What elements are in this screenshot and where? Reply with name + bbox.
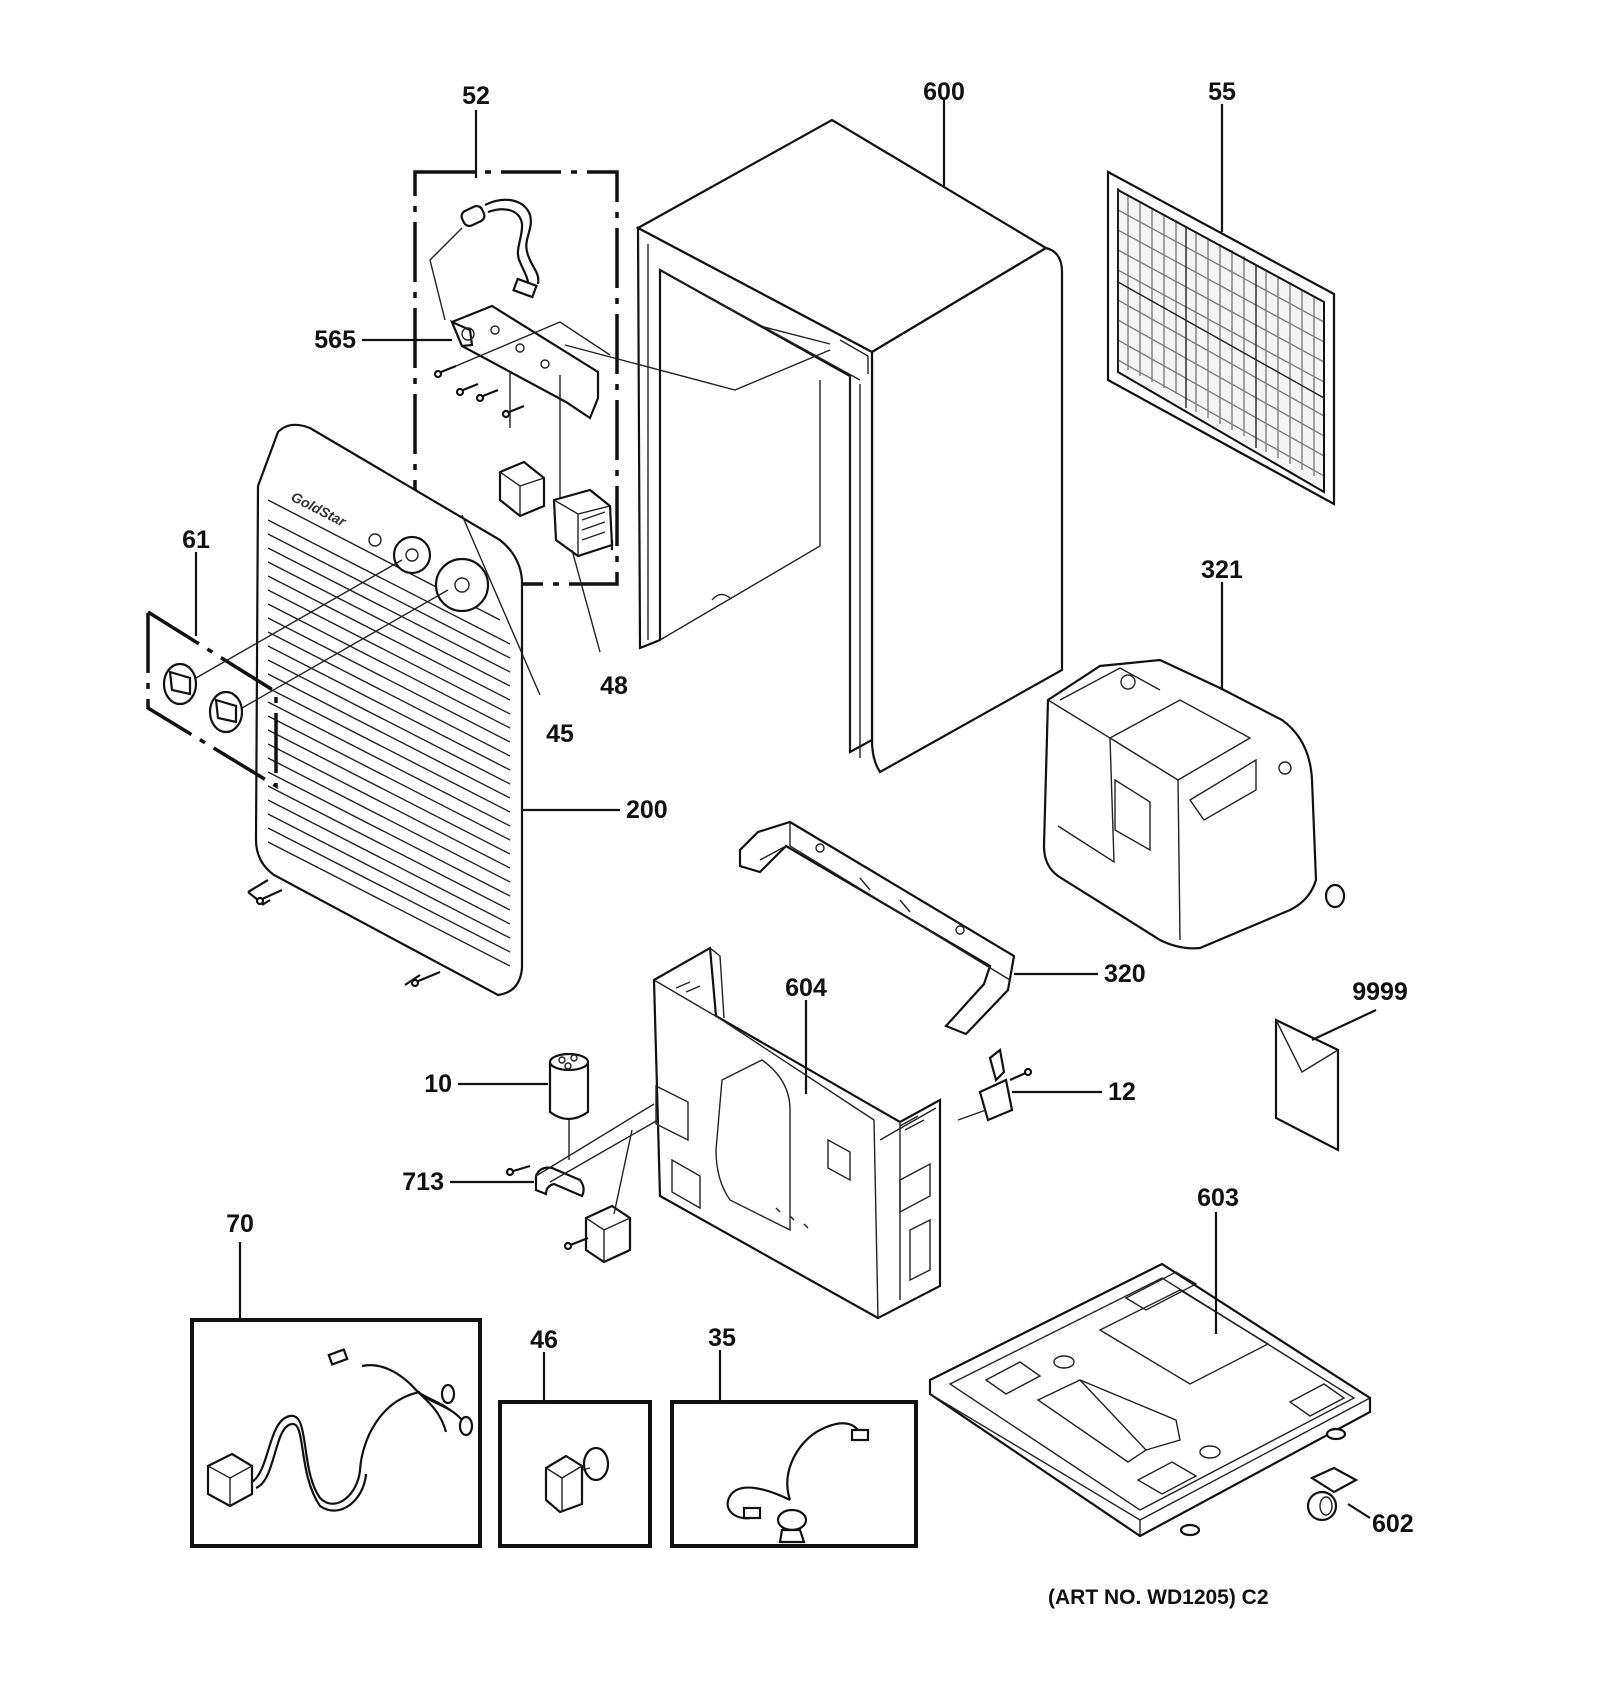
callout-35: 35	[708, 1324, 736, 1352]
art-number-note: (ART NO. WD1205) C2	[1048, 1586, 1269, 1609]
humidity-dial	[434, 557, 490, 613]
callout-320: 320	[1104, 960, 1146, 988]
thermistor-sensor	[429, 198, 540, 321]
capacitor-clamp	[505, 1103, 659, 1198]
callout-12: 12	[1108, 1078, 1136, 1106]
water-bucket	[1042, 658, 1346, 950]
control-bracket	[449, 304, 600, 420]
humidistat-group	[498, 1400, 652, 1548]
owners-manual	[1274, 1018, 1340, 1152]
air-filter	[1106, 170, 1336, 506]
callout-labels: 52 600 55 565 61 321 48 45 200 320 604 9…	[182, 78, 1414, 1538]
front-screws	[255, 888, 441, 988]
power-cord-group	[190, 1318, 482, 1548]
terminal-block	[563, 1129, 633, 1264]
callout-200: 200	[626, 796, 668, 824]
callout-9999: 9999	[1352, 978, 1408, 1006]
callout-602: 602	[1372, 1510, 1414, 1538]
defrost-sensor-group	[670, 1400, 918, 1548]
bracket-screws	[433, 364, 525, 419]
bucket-support-bracket	[738, 820, 1016, 1036]
callout-321: 321	[1201, 556, 1243, 584]
callout-713: 713	[402, 1168, 444, 1196]
callout-600: 600	[923, 78, 965, 106]
callout-70: 70	[226, 1210, 254, 1238]
callout-604: 604	[785, 974, 827, 1002]
control-assembly-group	[413, 170, 619, 586]
inner-frame	[652, 946, 942, 1320]
callout-52: 52	[462, 82, 490, 110]
callout-45: 45	[546, 720, 574, 748]
caster-wheel	[1306, 1466, 1359, 1522]
callout-603: 603	[1197, 1184, 1239, 1212]
callout-565: 565	[314, 326, 356, 354]
fan-speed-dial	[392, 535, 432, 575]
front-grille-panel: GoldStar	[247, 423, 524, 997]
overload-relay	[957, 1047, 1033, 1122]
callout-48: 48	[600, 672, 628, 700]
cabinet-housing	[564, 118, 1064, 774]
capacitor	[548, 1052, 590, 1160]
leader-lines	[194, 100, 1377, 1519]
callout-46: 46	[530, 1326, 558, 1354]
knob-group	[146, 559, 449, 790]
callout-61: 61	[182, 526, 210, 554]
base-pan	[928, 1262, 1372, 1538]
timer-block	[552, 488, 614, 558]
callout-10: 10	[424, 1070, 452, 1098]
rotary-switch	[498, 460, 546, 518]
callout-55: 55	[1208, 78, 1236, 106]
